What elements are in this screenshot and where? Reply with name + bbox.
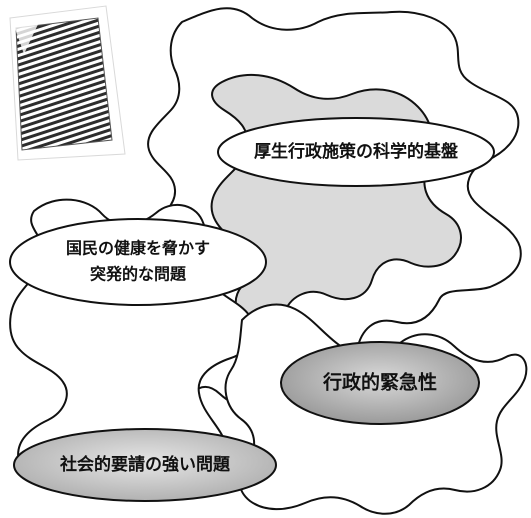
ellipse-right	[280, 341, 480, 425]
ellipse-bottom	[13, 428, 277, 502]
label-left-line2: 突発的な問題	[90, 265, 187, 284]
ellipse-top-wrap: 厚生行政施策の科学的基盤	[217, 117, 495, 187]
ellipse-left	[9, 218, 267, 306]
label-top: 厚生行政施策の科学的基盤	[254, 141, 459, 162]
ellipse-left-wrap: 国民の健康を脅かす 突発的な問題	[9, 218, 267, 306]
label-right: 行政的緊急性	[322, 371, 437, 394]
ellipse-top	[217, 117, 495, 187]
ellipse-bottom-wrap: 社会的要請の強い問題	[13, 428, 277, 502]
label-bottom: 社会的要請の強い問題	[59, 454, 231, 475]
building-icon	[9, 5, 126, 161]
label-left-line1: 国民の健康を脅かす	[66, 239, 210, 258]
ellipse-right-wrap: 行政的緊急性	[280, 341, 480, 425]
